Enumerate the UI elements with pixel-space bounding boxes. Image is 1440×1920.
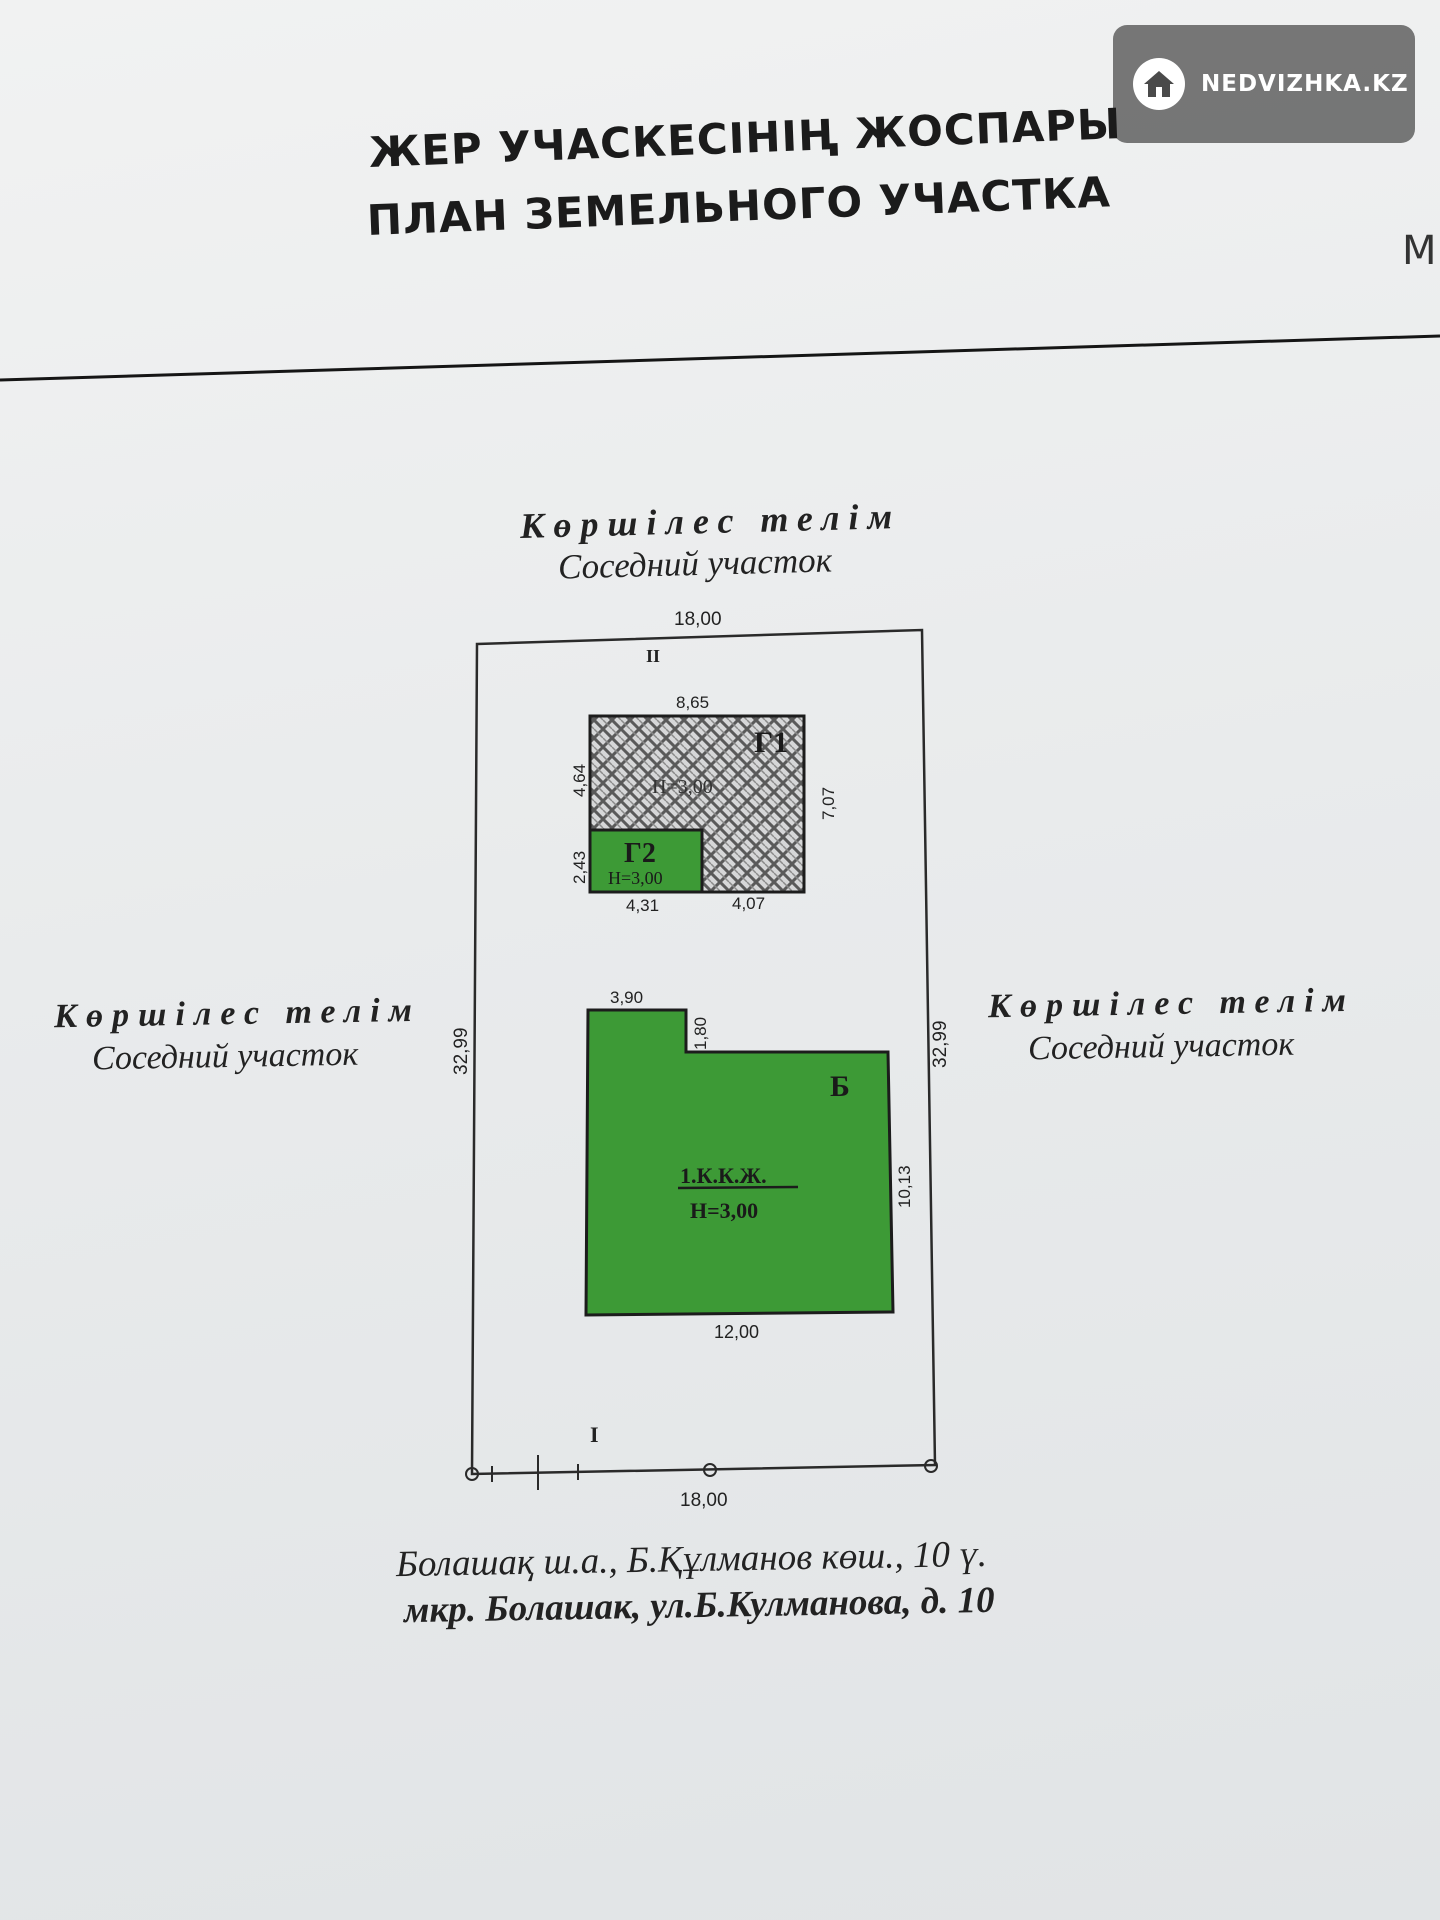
g2-label: Г2 xyxy=(624,838,656,869)
g1-dim-bottom: 4,07 xyxy=(732,894,765,913)
g1-dim-top: 8,65 xyxy=(676,693,709,712)
header-divider xyxy=(0,334,1440,382)
home-icon xyxy=(1133,58,1185,110)
b-dim-right: 10,13 xyxy=(895,1165,914,1208)
plot-left-length: 32,99 xyxy=(451,1027,472,1075)
edge-cut-text: М xyxy=(1402,228,1437,274)
b-height: Н=3,00 xyxy=(690,1198,758,1223)
g2-height: Н=3,00 xyxy=(608,868,663,888)
plot-label-top: II xyxy=(646,646,660,666)
building-g2 xyxy=(588,828,704,894)
g1-dim-left: 4,64 xyxy=(570,764,589,797)
plot-top-width: 18,00 xyxy=(674,609,722,630)
g1-label: Г1 xyxy=(754,726,788,759)
plot-label-bottom: I xyxy=(590,1422,599,1447)
g2-dim-bottom: 4,31 xyxy=(626,896,659,915)
b-dim-notch-side: 1,80 xyxy=(691,1017,710,1050)
b-dim-notch-top: 3,90 xyxy=(610,988,643,1007)
plot-bottom-width: 18,00 xyxy=(680,1490,728,1511)
g2-dim-left: 2,43 xyxy=(570,851,589,884)
bottom-boundary-markers xyxy=(465,1455,938,1490)
g1-height: Н=3,00 xyxy=(652,776,713,798)
plot-right-length: 32,99 xyxy=(930,1020,951,1068)
watermark-badge: NEDVIZHKA.KZ xyxy=(1113,25,1415,143)
b-type: 1.К.К.Ж. xyxy=(680,1163,767,1188)
b-type-underline xyxy=(677,1185,799,1190)
watermark-text: NEDVIZHKA.KZ xyxy=(1201,71,1409,97)
building-b xyxy=(584,1008,895,1317)
g1-dim-right: 7,07 xyxy=(819,787,838,820)
b-label: Б xyxy=(830,1070,850,1103)
plot-boundary xyxy=(470,628,937,1476)
b-dim-bottom: 12,00 xyxy=(714,1322,759,1342)
